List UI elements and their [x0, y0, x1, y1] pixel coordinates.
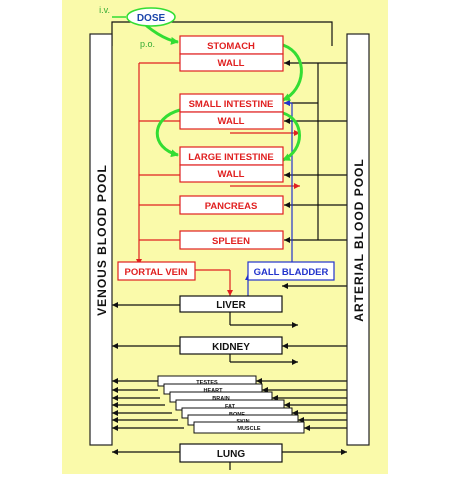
dose-label: DOSE — [137, 13, 166, 24]
small-intestine-wall-label: WALL — [218, 116, 245, 127]
tissue-label: FAT — [225, 404, 236, 410]
tissue-label: TESTES — [196, 380, 218, 386]
gall-bladder-compartment: GALL BLADDER — [247, 261, 335, 281]
small-intestine-compartment: SMALL INTESTINE WALL — [179, 93, 284, 130]
spleen-compartment: SPLEEN — [179, 230, 284, 250]
dose-node — [126, 7, 176, 27]
large-intestine-label: LARGE INTESTINE — [188, 152, 274, 163]
iv-route-label: i.v. — [99, 5, 110, 15]
arterial-blood-pool — [346, 33, 370, 446]
large-intestine-compartment: LARGE INTESTINE WALL — [179, 146, 284, 183]
portal-drainage-lines — [136, 62, 300, 296]
liver-compartment: LIVER — [179, 295, 283, 313]
small-intestine-label: SMALL INTESTINE — [189, 99, 274, 110]
stomach-wall-label: WALL — [218, 58, 245, 69]
stacked-tissues: TESTES HEART BRAIN FAT BONE SKIN MUSCLE — [157, 375, 305, 434]
lung-label: LUNG — [217, 449, 246, 460]
spleen-label: SPLEEN — [212, 236, 250, 247]
gall-bladder-label: GALL BLADDER — [254, 267, 329, 278]
venous-pool-label: VENOUS BLOOD POOL — [95, 164, 109, 316]
tissue-label: BRAIN — [212, 396, 229, 402]
stomach-compartment: STOMACH WALL — [179, 35, 284, 72]
pancreas-label: PANCREAS — [205, 201, 258, 212]
venous-blood-pool — [89, 33, 113, 446]
arterial-pool-label: ARTERIAL BLOOD POOL — [352, 158, 366, 321]
arterial-supply-lines — [256, 60, 347, 431]
tissue-label: MUSCLE — [237, 426, 261, 432]
pancreas-compartment: PANCREAS — [179, 195, 284, 215]
kidney-compartment: KIDNEY — [179, 336, 283, 355]
lung-compartment: LUNG — [179, 443, 283, 463]
portal-vein-compartment: PORTAL VEIN — [117, 261, 196, 281]
stomach-label: STOMACH — [207, 41, 255, 52]
large-intestine-wall-label: WALL — [218, 169, 245, 180]
po-route-label: p.o. — [140, 39, 155, 49]
tissue-label: HEART — [204, 388, 224, 394]
venous-return-lines — [111, 21, 347, 470]
portal-vein-label: PORTAL VEIN — [125, 267, 188, 278]
kidney-label: KIDNEY — [212, 342, 250, 353]
tissue-box — [193, 421, 305, 434]
liver-label: LIVER — [216, 300, 246, 311]
